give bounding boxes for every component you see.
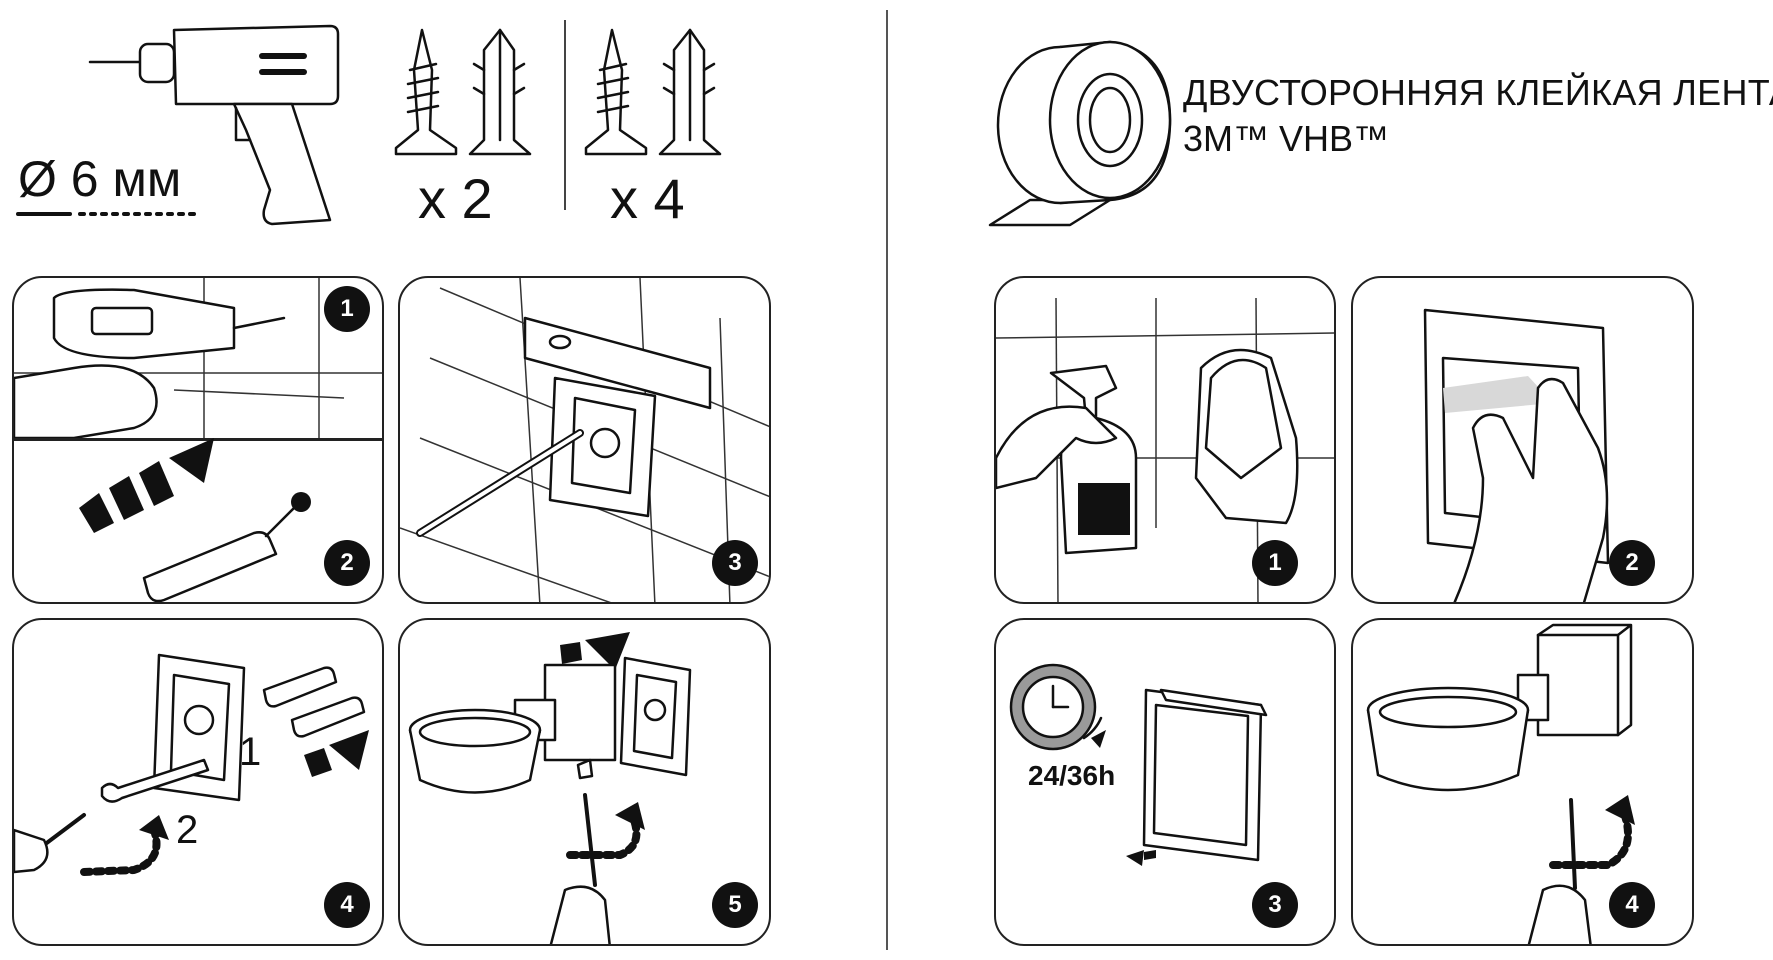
drill-size-label: Ø 6 мм: [18, 151, 182, 207]
tape-roll-icon: [988, 40, 1172, 227]
mount-holder-illustration: [408, 632, 692, 944]
drill-icon: [88, 24, 340, 226]
screw-bracket-illustration: [14, 653, 369, 876]
drill-step-4-panel: 1 2 4: [12, 618, 384, 946]
tape-step-badge-3: 3: [1252, 882, 1298, 928]
marking-bracket-illustration: [400, 278, 769, 602]
cure-time-label: 24/36h: [1028, 760, 1116, 791]
peel-tape-illustration: [1423, 308, 1610, 602]
drill-step-1-2-panel: 1 2: [12, 276, 384, 604]
tape-step-4-panel: 4: [1351, 618, 1694, 946]
tighten-holder-illustration: [1366, 623, 1635, 944]
tape-step-3-panel: 24/36h 3: [994, 618, 1336, 946]
center-divider: [886, 10, 888, 950]
part-label-2: 2: [176, 808, 199, 852]
drill-step-3-panel: 3: [398, 276, 771, 604]
step-badge-2: 2: [324, 540, 370, 586]
step-badge-3: 3: [712, 540, 758, 586]
step-badge-5: 5: [712, 882, 758, 928]
drilling-illustration: [14, 278, 382, 440]
tape-step-badge-1: 1: [1252, 540, 1298, 586]
screw-icon: [394, 28, 458, 156]
tape-step-badge-4: 4: [1609, 882, 1655, 928]
fixings-quantity-b: x 4: [610, 167, 685, 230]
tape-step-2-panel: 2: [1351, 276, 1694, 604]
wall-plug-icon: [658, 28, 722, 156]
fixings-quantity-a: x 2: [418, 167, 493, 230]
drill-step-5-panel: 5: [398, 618, 771, 946]
tape-step-1-panel: 1: [994, 276, 1336, 604]
tape-step-badge-2: 2: [1609, 540, 1655, 586]
panel-split: [14, 438, 382, 441]
tape-title: ДВУСТОРОННЯЯ КЛЕЙКАЯ ЛЕНТА: [1183, 72, 1773, 113]
cure-time-illustration: [1009, 663, 1268, 866]
fixings-divider: [564, 20, 566, 210]
wall-plug-icon: [468, 28, 532, 156]
part-label-1: 1: [239, 730, 262, 774]
screw-icon: [584, 28, 648, 156]
tools-header-illustration: [16, 24, 722, 226]
clean-surface-illustration: [996, 297, 1334, 602]
step-badge-1: 1: [324, 286, 370, 332]
step-badge-4: 4: [324, 882, 370, 928]
insert-plug-illustration: [79, 438, 311, 602]
tape-subtitle: 3M™ VHB™: [1183, 118, 1390, 159]
